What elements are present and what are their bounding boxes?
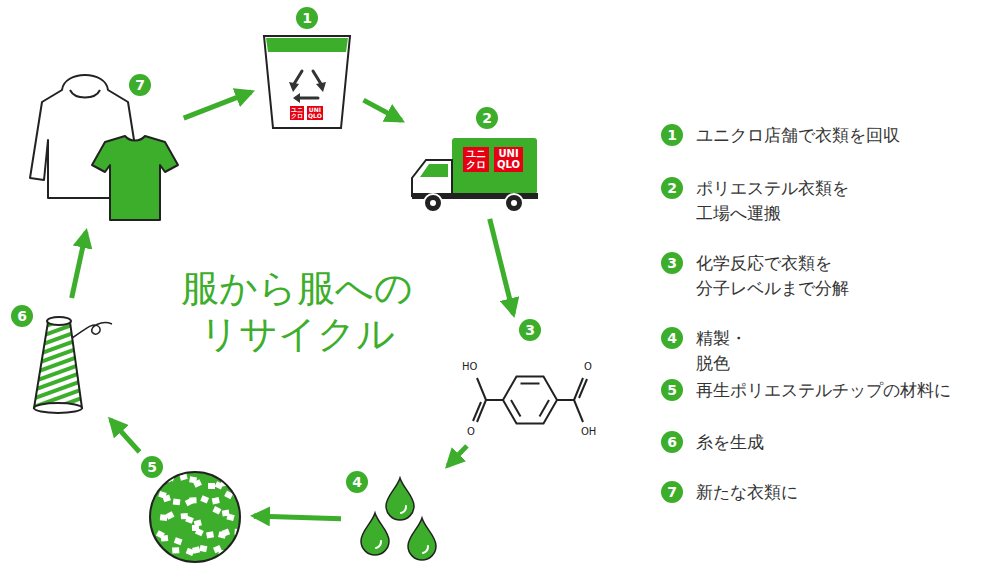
callout-number: 5 [661, 379, 683, 401]
thread-spool [34, 317, 112, 413]
atom-label: HO [462, 362, 477, 372]
flow-arrow [448, 446, 467, 466]
atom-label: O [467, 427, 475, 437]
step-description: 再生ポリエステルチップの材料に [696, 378, 951, 403]
step-description: 精製・脱色 [696, 326, 747, 375]
flow-arrow [254, 516, 341, 519]
recycle-bin [264, 36, 350, 128]
step-description: ユニクロ店舗で衣類を回収 [696, 123, 900, 148]
callout-number: 4 [661, 327, 683, 349]
step-description: 糸を生成 [696, 430, 764, 455]
callout-number: 3 [661, 252, 683, 274]
callout-number: 6 [661, 431, 683, 453]
flow-arrow [72, 232, 86, 298]
callout-number: 1 [661, 124, 683, 146]
callout-number: 2 [661, 177, 683, 199]
logo: UNI QLO [307, 106, 323, 120]
step-description: 化学反応で衣類を 分子レベルまで分解 [696, 251, 849, 300]
molecule [473, 377, 587, 424]
process-stage: 7 [28, 70, 180, 228]
flow-arrow [364, 100, 402, 120]
atom-label: O [584, 362, 592, 372]
process-stage: 5 [140, 455, 250, 573]
logo: UNI QLO [494, 147, 523, 172]
callout-number: 2 [476, 107, 498, 129]
flow-arrow [490, 219, 514, 314]
polyester-chips [150, 472, 249, 562]
callout-number: 6 [11, 305, 33, 327]
callout-number: 7 [129, 74, 151, 96]
callout-number: 4 [346, 471, 368, 493]
logo: ユニ クロ [463, 147, 489, 172]
callout-number: 5 [141, 456, 163, 478]
diagram-title: 服から服への リサイクル [181, 266, 413, 357]
callout-number: 3 [519, 319, 541, 341]
step-description: ポリエステル衣類を 工場へ運搬 [696, 176, 849, 225]
liquid-drops [361, 478, 436, 560]
process-stage: 3 [455, 318, 605, 443]
flow-arrow [184, 92, 252, 118]
flow-arrow [111, 420, 140, 452]
callout-number: 7 [661, 481, 683, 503]
process-stage: 4 [345, 468, 445, 573]
truck [412, 138, 538, 212]
atom-label: OH [581, 427, 596, 437]
clothes [30, 75, 178, 220]
callout-number: 1 [296, 7, 318, 29]
logo: ユニ クロ [290, 106, 304, 120]
process-stage: 6 [8, 302, 108, 420]
step-description: 新たな衣類に [696, 480, 798, 505]
